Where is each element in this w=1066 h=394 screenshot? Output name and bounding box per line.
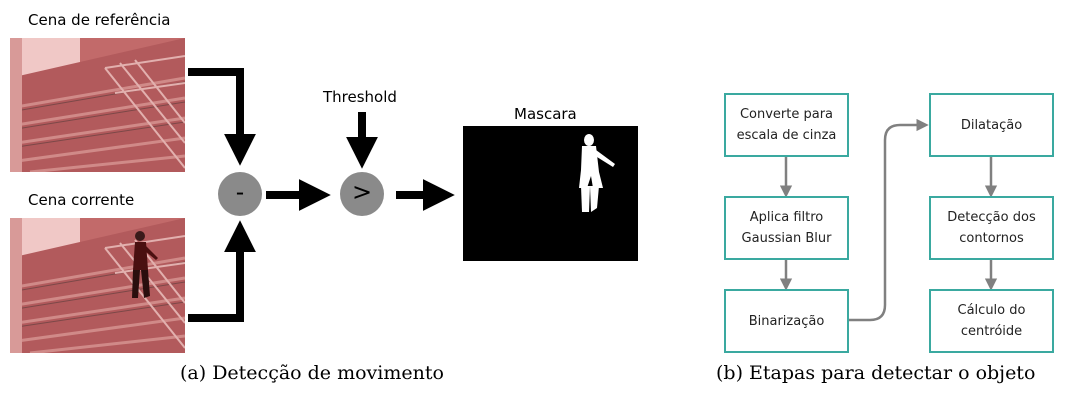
current-scene-image bbox=[10, 218, 185, 353]
person-figure bbox=[132, 231, 158, 298]
mask-label: Mascara bbox=[514, 105, 577, 123]
current-scene-label: Cena corrente bbox=[28, 191, 135, 209]
pipeline-connectors bbox=[779, 118, 998, 322]
reference-to-subtract-arrow bbox=[188, 68, 256, 166]
mask-image bbox=[463, 126, 638, 261]
reference-scene-label: Cena de referência bbox=[28, 11, 171, 29]
reference-scene-image bbox=[10, 38, 185, 172]
step-binarization: Binarização bbox=[724, 289, 849, 353]
step3-to-step4-arrow bbox=[848, 118, 929, 322]
compare-symbol: > bbox=[351, 178, 373, 206]
threshold-label: Threshold bbox=[323, 88, 397, 106]
caption-b: (b) Etapas para detectar o objeto bbox=[716, 362, 1036, 384]
mask-silhouette bbox=[579, 134, 615, 212]
subtract-operator bbox=[218, 172, 262, 216]
motion-detection-flow bbox=[188, 68, 455, 322]
subtract-symbol: - bbox=[232, 178, 248, 206]
compare-operator bbox=[340, 172, 384, 216]
caption-a: (a) Detecção de movimento bbox=[180, 362, 444, 384]
step-dilation: Dilatação bbox=[929, 93, 1054, 157]
current-to-subtract-arrow bbox=[188, 220, 256, 322]
